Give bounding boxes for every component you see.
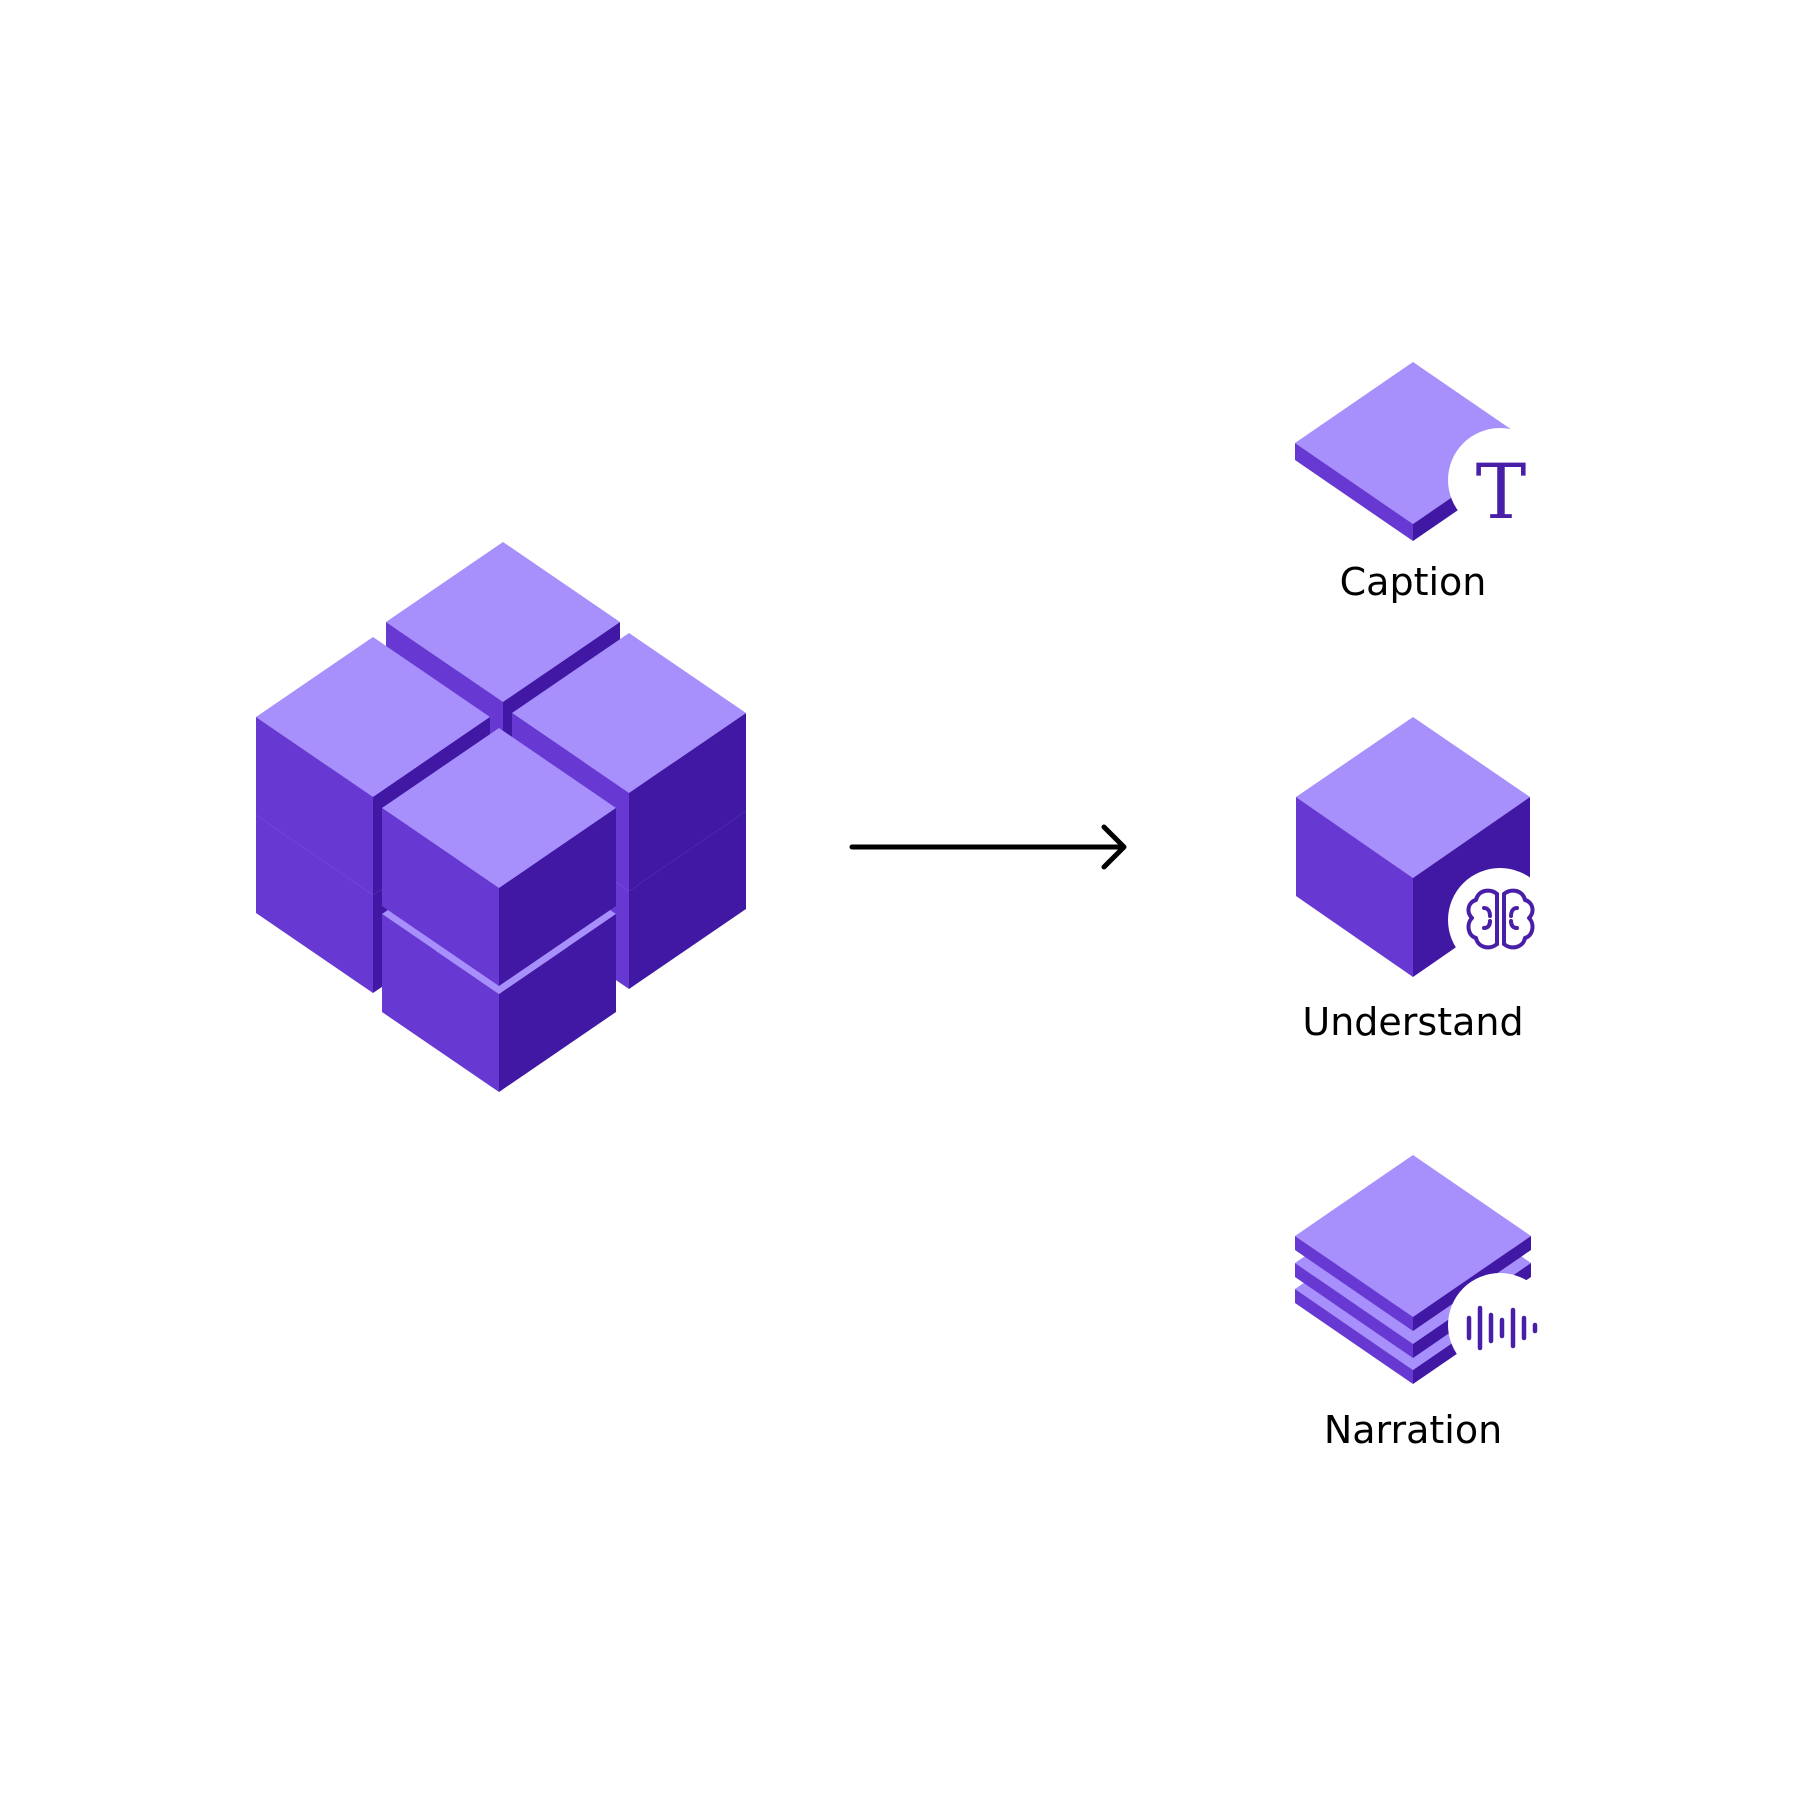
caption-output: T Caption bbox=[1295, 362, 1552, 604]
narration-output: Narration bbox=[1295, 1155, 1552, 1452]
audio-waveform-icon bbox=[1466, 1305, 1538, 1351]
understand-label: Understand bbox=[1302, 1000, 1523, 1044]
arrow-right-icon bbox=[849, 824, 1127, 870]
serif-t-icon: T bbox=[1476, 447, 1527, 536]
svg-text:T: T bbox=[1476, 447, 1527, 536]
cube-upper-front bbox=[382, 728, 616, 986]
brain-icon bbox=[1466, 888, 1535, 950]
understand-output: Understand bbox=[1296, 717, 1552, 1044]
caption-label: Caption bbox=[1340, 560, 1487, 604]
cube-cluster bbox=[256, 542, 746, 1092]
narration-label: Narration bbox=[1324, 1408, 1502, 1452]
